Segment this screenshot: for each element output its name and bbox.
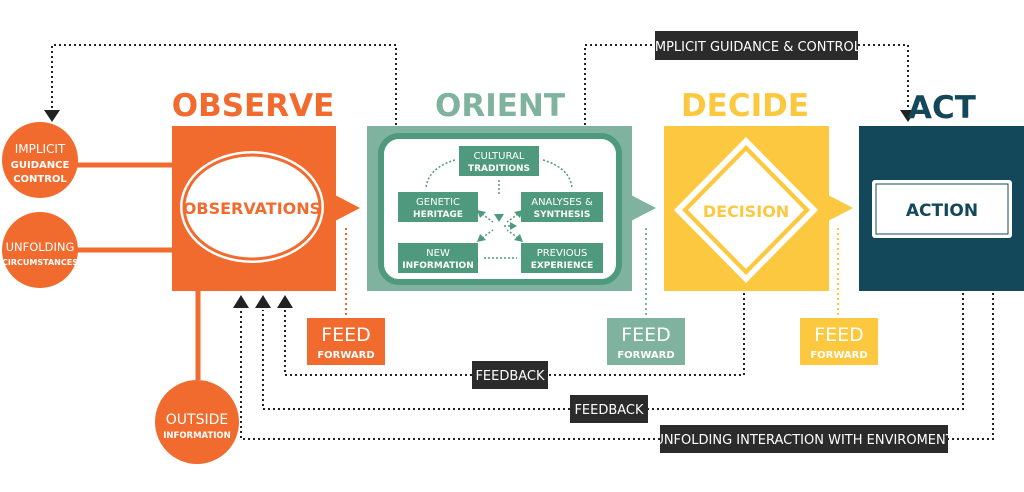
decision-label: DECISION — [703, 202, 789, 221]
svg-text:FORWARD: FORWARD — [810, 350, 867, 361]
svg-text:INFORMATION: INFORMATION — [163, 431, 231, 441]
arrowheads — [44, 110, 916, 308]
phase-act: ACT ACTION — [859, 90, 1024, 291]
svg-text:CIRCUMSTANCES: CIRCUMSTANCES — [2, 258, 78, 267]
svg-text:FEED: FEED — [321, 324, 371, 346]
svg-text:TRADITIONS: TRADITIONS — [468, 164, 530, 174]
arrow-up-3 — [277, 295, 293, 308]
svg-text:FEED: FEED — [814, 324, 864, 346]
orient-box-analyses: ANALYSES & SYNTHESIS — [521, 192, 603, 222]
svg-text:NEW: NEW — [426, 248, 450, 259]
svg-text:UNFOLDING INTERACTION WITH ENV: UNFOLDING INTERACTION WITH ENVIROMENT — [654, 433, 953, 448]
feed-forward-decide: FEED FORWARD — [800, 318, 878, 365]
feedback-loop-act — [262, 293, 964, 410]
orient-box-cultural: CULTURAL TRADITIONS — [459, 146, 539, 176]
phase-observe: OBSERVE OBSERVATIONS — [172, 88, 360, 291]
label-feedback-decide: FEEDBACK — [472, 361, 548, 389]
svg-text:FORWARD: FORWARD — [617, 350, 674, 361]
observations-label: OBSERVATIONS — [183, 199, 321, 218]
arrow-down-implicit — [44, 110, 60, 122]
svg-text:EXPERIENCE: EXPERIENCE — [531, 261, 594, 271]
svg-text:INFORMATION: INFORMATION — [402, 261, 474, 271]
feedback-loop-decide — [284, 293, 745, 376]
arrow-up-1 — [233, 295, 249, 308]
input-unfolding-circumstances: UNFOLDING CIRCUMSTANCES — [2, 212, 78, 288]
svg-text:FORWARD: FORWARD — [317, 350, 374, 361]
svg-text:OUTSIDE: OUTSIDE — [166, 412, 228, 428]
svg-text:PREVIOUS: PREVIOUS — [537, 248, 588, 259]
label-feedback-act: FEEDBACK — [570, 395, 648, 423]
action-label: ACTION — [906, 201, 978, 221]
svg-text:GUIDANCE: GUIDANCE — [11, 160, 70, 171]
observe-title: OBSERVE — [172, 88, 335, 124]
loop-implicit-to-act — [584, 44, 909, 125]
svg-text:SYNTHESIS: SYNTHESIS — [534, 210, 591, 220]
svg-text:CONTROL: CONTROL — [13, 174, 67, 185]
input-outside-information: OUTSIDE INFORMATION — [155, 380, 239, 464]
svg-text:FEEDBACK: FEEDBACK — [574, 403, 644, 418]
orient-box-new-information: NEW INFORMATION — [398, 243, 478, 273]
orient-box-genetic: GENETIC HERITAGE — [398, 192, 478, 222]
orient-box-previous: PREVIOUS EXPERIENCE — [521, 243, 603, 273]
svg-text:CULTURAL: CULTURAL — [474, 151, 525, 162]
phase-orient: ORIENT CULTURAL TRADITIONS GENETIC HERIT… — [367, 88, 656, 291]
input-connectors — [76, 162, 201, 380]
act-title: ACT — [908, 90, 976, 126]
feed-forward-orient: FEED FORWARD — [607, 318, 685, 365]
decide-title: DECIDE — [681, 88, 809, 124]
svg-text:FEEDBACK: FEEDBACK — [475, 369, 545, 384]
label-unfolding-interaction: UNFOLDING INTERACTION WITH ENVIROMENT — [654, 425, 954, 453]
orient-title: ORIENT — [435, 88, 565, 124]
input-implicit-guidance: IMPLICIT GUIDANCE CONTROL — [2, 122, 78, 198]
dotted-connectors — [51, 44, 994, 440]
label-implicit-guidance-control: IMPLICIT GUIDANCE & CONTROL — [651, 31, 862, 60]
arrow-down-act — [900, 110, 916, 122]
svg-text:UNFOLDING: UNFOLDING — [6, 240, 75, 254]
arrow-up-2 — [255, 295, 271, 308]
phase-decide: DECIDE DECISION — [664, 88, 853, 291]
orient-inner-arrowheads — [477, 210, 523, 242]
svg-text:FEED: FEED — [621, 324, 671, 346]
svg-text:IMPLICIT GUIDANCE & CONTROL: IMPLICIT GUIDANCE & CONTROL — [651, 40, 862, 55]
loop-orient-to-implicit — [51, 44, 397, 125]
svg-text:ANALYSES &: ANALYSES & — [531, 197, 593, 208]
svg-text:IMPLICIT: IMPLICIT — [15, 142, 66, 156]
interaction-loop-act — [240, 293, 994, 440]
feed-forward-observe: FEED FORWARD — [307, 318, 385, 365]
svg-text:GENETIC: GENETIC — [416, 197, 460, 208]
svg-text:HERITAGE: HERITAGE — [413, 210, 463, 220]
